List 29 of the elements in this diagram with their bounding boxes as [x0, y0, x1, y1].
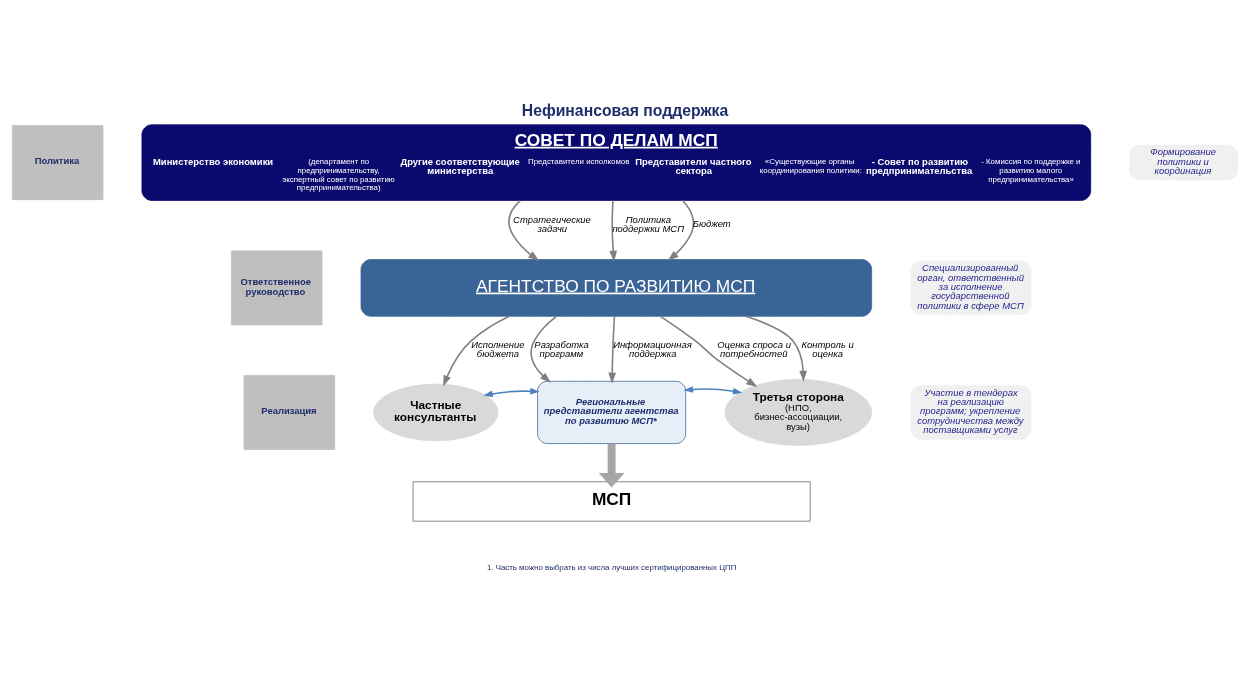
caption: 1. Часть можно выбрать из числа лучших сертифицированных ЦПП: [486, 562, 737, 572]
node-box: Региональные представители агентства по развитию МСП*: [537, 380, 687, 444]
edge-label: Контроль и оценка: [801, 337, 854, 359]
arrow: [659, 315, 758, 387]
node-box: МСП: [412, 480, 811, 522]
edge-label: Стратегические задачи: [513, 213, 591, 234]
edge-label: Информационная поддержка: [613, 337, 692, 359]
arrow: [508, 199, 540, 261]
edge-label: Оценка спроса и потребностей: [717, 337, 791, 359]
edge-label: Исполнение бюджета: [471, 337, 525, 359]
edge-label: Разработка программ: [534, 337, 589, 359]
edge-label: Бюджет: [692, 217, 731, 229]
arrow: [683, 385, 743, 394]
arrow: [667, 199, 695, 261]
arrow: [530, 315, 558, 383]
node-box: Реализация: [243, 374, 335, 450]
arrow: [608, 315, 617, 384]
node-box: АГЕНТСТВО ПО РАЗВИТИЮ МСП: [360, 258, 873, 317]
node-box: СОВЕТ ПО ДЕЛАМ МСП Министерство экономики (департамент по предпринимательству, экспертный совет по развитию предпринимательства) Другие соответствующие министерства Представители исполкомов Представители частного сектора «Существующие органы координирования политики: - Совет по развитию предпринимательства - Комиссия по поддержке и развитию малого предпринимательства»: [141, 123, 1092, 201]
arrow: [443, 315, 511, 386]
node-ellipse: Частные консультанты: [373, 383, 499, 441]
edge-label: Политика поддержки МСП: [612, 213, 684, 234]
node-box: Ответственное руководство: [231, 250, 323, 325]
arrow: [598, 443, 625, 488]
arrow: [745, 315, 808, 382]
arrow: [609, 199, 618, 262]
arrow: [483, 387, 540, 397]
diagram-title: Нефинансовая поддержка: [521, 101, 729, 119]
node-box: Политика: [11, 124, 104, 200]
